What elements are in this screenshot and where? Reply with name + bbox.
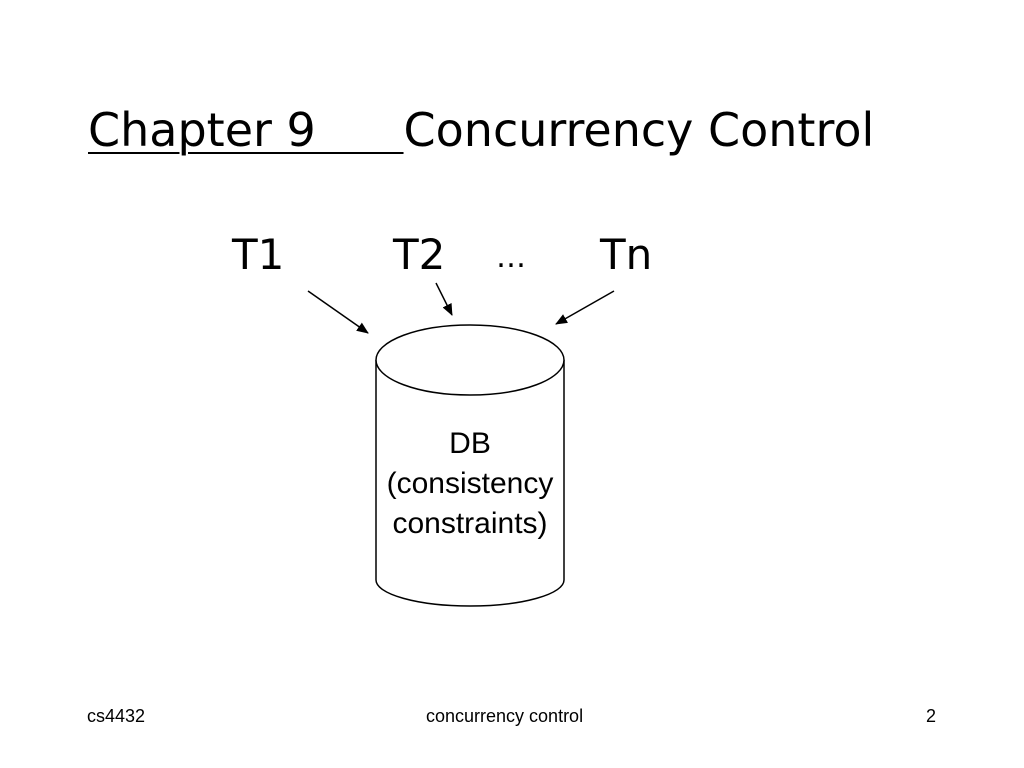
arrow-tn — [555, 290, 615, 325]
arrow-t2 — [435, 282, 453, 316]
title-topic: Concurrency Control — [403, 103, 875, 157]
arrow-t1 — [307, 290, 369, 334]
db-label-line-3: constraints) — [392, 507, 548, 540]
cylinder-body — [375, 360, 565, 607]
slide-title: Chapter 9 Concurrency Control — [88, 104, 874, 157]
transaction-tn-label: Tn — [600, 230, 653, 279]
footer-course: cs4432 — [87, 706, 146, 726]
db-label-line-1: DB — [449, 427, 491, 460]
cylinder-top — [375, 324, 565, 396]
transaction-t2-label: T2 — [393, 230, 446, 279]
footer-page-number: 2 — [926, 706, 937, 726]
ellipsis-label: … — [496, 240, 526, 275]
transaction-t1-label: T1 — [232, 230, 285, 279]
title-chapter: Chapter 9 — [88, 103, 404, 157]
db-label-line-2: (consistency — [386, 467, 554, 500]
footer-topic: concurrency control — [426, 706, 584, 726]
